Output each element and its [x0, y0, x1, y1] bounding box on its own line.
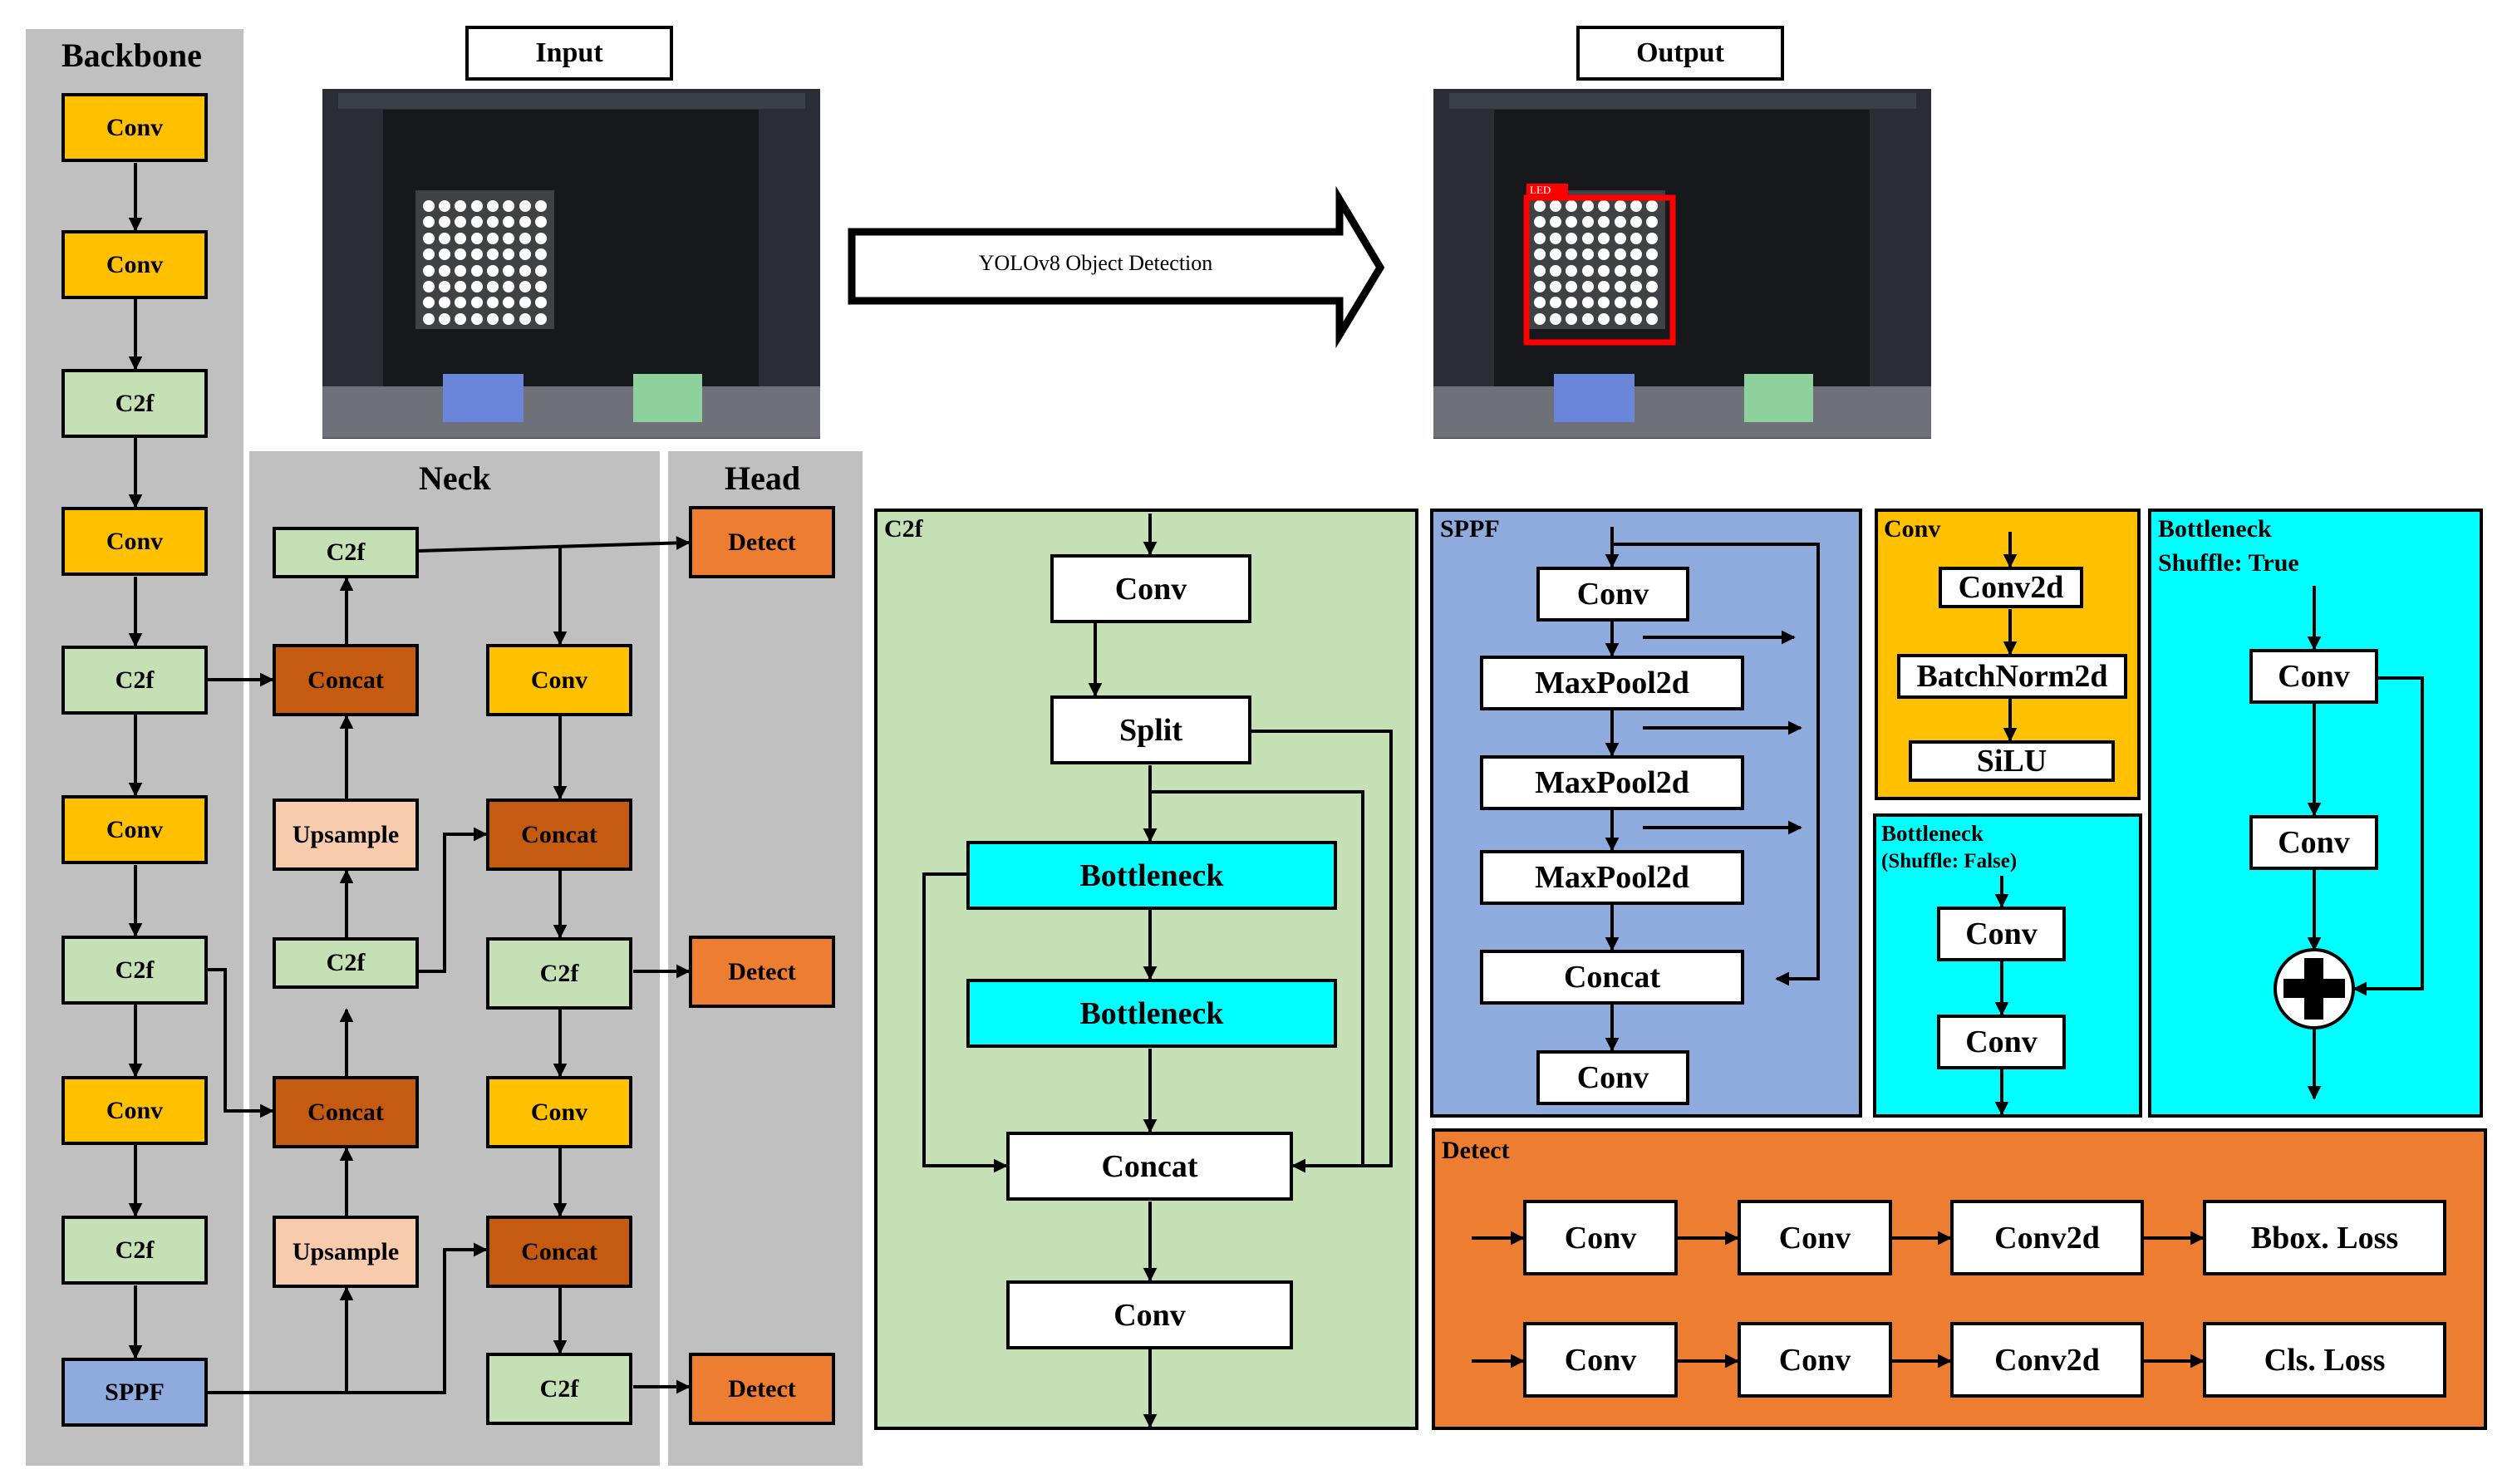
- detect-block-conv: Conv: [1738, 1322, 1892, 1398]
- detection-label-tag: [1526, 184, 1568, 199]
- detect-block-bbox-loss: Bbox. Loss: [2203, 1200, 2446, 1275]
- c2f-block-conv: Conv: [1050, 554, 1251, 623]
- c2f-arrow: [922, 872, 1008, 1173]
- backbone-block-sppf: SPPF: [61, 1358, 208, 1427]
- sppf-arrow: [1612, 543, 1820, 986]
- bottleneck-true-arrow: [2352, 676, 2424, 996]
- neck-block-concat: Concat: [486, 799, 632, 871]
- head-detect-block: Detect: [689, 936, 835, 1008]
- bottleneck-false-subtitle: (Shuffle: False): [1881, 850, 2018, 872]
- detection-flow-arrow: [848, 185, 1385, 349]
- detect-block-conv2d: Conv2d: [1950, 1200, 2144, 1275]
- bottleneck-false-title: Bottleneck: [1881, 821, 1984, 846]
- bottleneck-true-conv: Conv: [2249, 815, 2378, 870]
- c2f-block-bottleneck: Bottleneck: [966, 841, 1337, 910]
- detect-block-conv: Conv: [1523, 1322, 1678, 1398]
- backbone-block-c2f: C2f: [61, 936, 208, 1005]
- sppf-block-conv: Conv: [1536, 1050, 1689, 1105]
- bottleneck-true-title: Bottleneck: [2158, 515, 2272, 543]
- neck-block-conv: Conv: [486, 1076, 632, 1148]
- detect-block-cls-loss: Cls. Loss: [2203, 1322, 2446, 1398]
- output-label: Output: [1636, 37, 1724, 68]
- detect-block-conv: Conv: [1523, 1200, 1678, 1275]
- connector-arrow: [208, 968, 274, 1118]
- c2f-block-bottleneck: Bottleneck: [966, 979, 1337, 1048]
- head-detect-block: Detect: [689, 506, 835, 578]
- neck-block-c2f: C2f: [273, 527, 419, 578]
- backbone-block-conv: Conv: [61, 795, 208, 864]
- detection-flow-label: YOLOv8 Object Detection: [978, 251, 1213, 275]
- backbone-block-conv: Conv: [61, 507, 208, 576]
- head-title: Head: [725, 459, 801, 497]
- neck-title: Neck: [419, 459, 491, 497]
- neck-block-conv: Conv: [486, 644, 632, 716]
- head-detect-block: Detect: [689, 1353, 835, 1425]
- input-label: Input: [535, 37, 603, 68]
- bottleneck-true-conv: Conv: [2249, 649, 2378, 704]
- output-label-frame: [1576, 26, 1784, 81]
- neck-block-concat: Concat: [273, 644, 419, 716]
- input-label-frame: [465, 26, 673, 81]
- detect-panel-title: Detect: [1442, 1137, 1510, 1164]
- sppf-block-maxpool2d: MaxPool2d: [1480, 850, 1744, 905]
- backbone-block-conv: Conv: [61, 1076, 208, 1145]
- detection-bounding-box: [1523, 194, 1676, 346]
- conv-block-silu: SiLU: [1909, 740, 2115, 782]
- backbone-block-c2f: C2f: [61, 369, 208, 438]
- add-icon: [2274, 948, 2355, 1029]
- backbone-block-conv: Conv: [61, 93, 208, 162]
- sppf-panel-title: SPPF: [1440, 515, 1500, 543]
- bottleneck-false-conv: Conv: [1937, 907, 2066, 961]
- sppf-block-concat: Concat: [1480, 950, 1744, 1005]
- c2f-block-concat: Concat: [1006, 1132, 1293, 1201]
- sppf-block-conv: Conv: [1536, 567, 1689, 622]
- backbone-title: Backbone: [61, 37, 202, 74]
- c2f-panel-title: C2f: [884, 515, 923, 543]
- conv-panel-title: Conv: [1884, 515, 1941, 543]
- detect-block-conv2d: Conv2d: [1950, 1322, 2144, 1398]
- backbone-block-c2f: C2f: [61, 646, 208, 715]
- bottleneck-true-subtitle: Shuffle: True: [2158, 549, 2299, 577]
- backbone-block-c2f: C2f: [61, 1216, 208, 1285]
- c2f-block-split: Split: [1050, 695, 1251, 764]
- sppf-block-maxpool2d: MaxPool2d: [1480, 755, 1744, 810]
- bottleneck-false-conv: Conv: [1937, 1015, 2066, 1069]
- neck-block-c2f: C2f: [486, 937, 632, 1010]
- neck-block-c2f: C2f: [273, 937, 419, 989]
- conv-block-batchnorm2d: BatchNorm2d: [1897, 654, 2127, 699]
- backbone-block-conv: Conv: [61, 230, 208, 299]
- input-photo: [322, 89, 820, 439]
- output-photo: [1433, 89, 1931, 439]
- neck-block-concat: Concat: [486, 1216, 632, 1288]
- detection-label: LED: [1530, 184, 1551, 196]
- conv-block-conv2d: Conv2d: [1939, 567, 2083, 608]
- neck-block-c2f: C2f: [486, 1353, 632, 1425]
- detect-block-conv: Conv: [1738, 1200, 1892, 1275]
- c2f-arrow: [1251, 730, 1393, 1173]
- sppf-block-maxpool2d: MaxPool2d: [1480, 656, 1744, 710]
- neck-block-concat: Concat: [273, 1076, 419, 1148]
- neck-block-upsample: Upsample: [273, 1216, 419, 1288]
- connector-arrow: [347, 1242, 488, 1394]
- connector-arrow: [418, 536, 691, 553]
- connector-arrow: [419, 827, 488, 973]
- c2f-block-conv: Conv: [1006, 1280, 1293, 1349]
- neck-block-upsample: Upsample: [273, 799, 419, 871]
